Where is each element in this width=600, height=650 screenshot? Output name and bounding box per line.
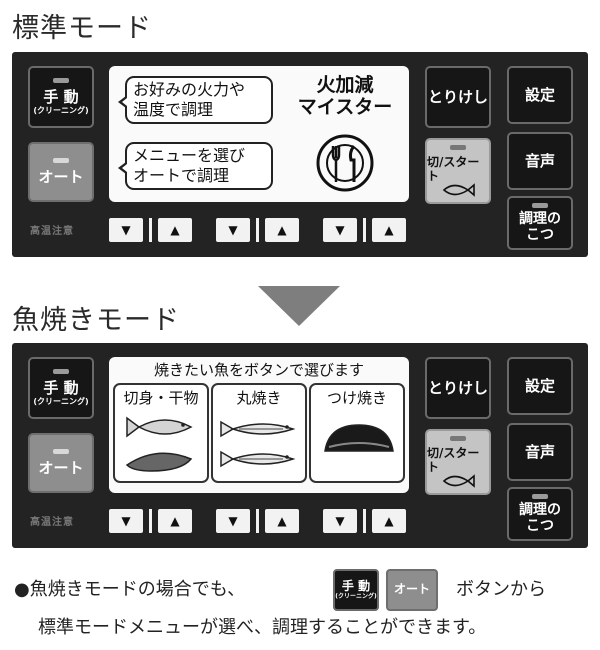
indicator-led xyxy=(53,449,69,455)
separator xyxy=(149,218,152,242)
mini-auto-button-icon: オート xyxy=(386,569,438,611)
cooking-tips-button[interactable]: 調理の こつ xyxy=(507,196,573,250)
high-temp-caution-label: 高温注意 xyxy=(30,226,74,237)
arrow-button-row: ▼ ▲ ▼ ▲ ▼ ▲ xyxy=(109,218,412,242)
separator xyxy=(149,509,152,533)
fish-mode-panel: 手 動 (クリーニング) オート 高温注意 焼きたい魚をボタンで選びます 切身・… xyxy=(12,343,588,548)
note-line-2: 標準モードメニューが選べ、調理することができます。 xyxy=(38,617,487,638)
manual-cook-bubble: お好みの火力や 温度で調理 xyxy=(118,76,273,124)
separator xyxy=(256,509,259,533)
down-arrow-button-1[interactable]: ▼ xyxy=(109,218,143,242)
dried-fish-icon xyxy=(125,416,193,472)
mini-manual-button-icon: 手 動 (クリーニング) xyxy=(333,569,379,611)
indicator-led xyxy=(53,158,69,164)
transition-arrow xyxy=(258,286,340,326)
plate-cutlery-icon xyxy=(316,134,374,192)
indicator-led xyxy=(53,368,69,374)
cancel-button[interactable]: とりけし xyxy=(425,357,491,419)
manual-cleaning-button[interactable]: 手 動 (クリーニング) xyxy=(28,357,94,419)
down-arrow-button-1[interactable]: ▼ xyxy=(109,509,143,533)
separator xyxy=(256,218,259,242)
indicator-led xyxy=(450,145,466,151)
note-line-1-end: ボタンから xyxy=(456,579,546,600)
marinated-fish-icon xyxy=(324,424,394,452)
cooking-tips-button[interactable]: 調理の こつ xyxy=(507,487,573,541)
display-screen: 焼きたい魚をボタンで選びます 切身・干物 丸焼き つけ焼き xyxy=(109,357,409,493)
up-arrow-button-3[interactable]: ▲ xyxy=(372,218,406,242)
auto-button[interactable]: オート xyxy=(28,433,94,493)
fish-icon xyxy=(442,473,475,488)
voice-button[interactable]: 音声 xyxy=(507,132,573,190)
fish-option-fillet: 切身・干物 xyxy=(113,383,209,483)
settings-button[interactable]: 設定 xyxy=(507,357,573,415)
down-arrow-button-2[interactable]: ▼ xyxy=(216,509,250,533)
indicator-led xyxy=(532,202,548,208)
up-arrow-button-1[interactable]: ▲ xyxy=(158,509,192,533)
fish-option-marinated: つけ焼き xyxy=(309,383,405,483)
separator xyxy=(363,218,366,242)
up-arrow-button-3[interactable]: ▲ xyxy=(372,509,406,533)
cancel-button[interactable]: とりけし xyxy=(425,66,491,128)
standard-mode-panel: 手 動 (クリーニング) オート 高温注意 お好みの火力や 温度で調理 メニュー… xyxy=(12,52,588,257)
fish-icon xyxy=(442,182,475,197)
standard-mode-heading: 標準モード xyxy=(12,13,152,44)
start-stop-button[interactable]: 切/スタート xyxy=(425,429,491,495)
manual-cleaning-button[interactable]: 手 動 (クリーニング) xyxy=(28,66,94,128)
separator xyxy=(363,509,366,533)
down-arrow-button-3[interactable]: ▼ xyxy=(323,218,357,242)
down-arrow-button-3[interactable]: ▼ xyxy=(323,509,357,533)
fish-mode-instruction: 焼きたい魚をボタンで選びます xyxy=(153,361,364,379)
indicator-led xyxy=(450,436,466,442)
down-arrow-button-2[interactable]: ▼ xyxy=(216,218,250,242)
fish-mode-heading: 魚焼きモード xyxy=(12,305,180,336)
up-arrow-button-2[interactable]: ▲ xyxy=(265,509,299,533)
settings-button[interactable]: 設定 xyxy=(507,66,573,124)
heat-master-title: 火加減 マイスター xyxy=(297,74,393,118)
fish-option-whole: 丸焼き xyxy=(211,383,307,483)
up-arrow-button-1[interactable]: ▲ xyxy=(158,218,192,242)
whole-fish-icon xyxy=(220,420,296,468)
arrow-button-row: ▼ ▲ ▼ ▲ ▼ ▲ xyxy=(109,509,412,533)
high-temp-caution-label: 高温注意 xyxy=(30,517,74,528)
note-line-1: ●魚焼きモードの場合でも、 xyxy=(14,579,246,600)
voice-button[interactable]: 音声 xyxy=(507,423,573,481)
indicator-led xyxy=(532,493,548,499)
indicator-led xyxy=(53,77,69,83)
display-screen: お好みの火力や 温度で調理 メニューを選び オートで調理 火加減 マイスター xyxy=(109,66,409,202)
auto-button[interactable]: オート xyxy=(28,142,94,202)
auto-cook-bubble: メニューを選び オートで調理 xyxy=(118,142,273,190)
start-stop-button[interactable]: 切/スタート xyxy=(425,138,491,204)
up-arrow-button-2[interactable]: ▲ xyxy=(265,218,299,242)
